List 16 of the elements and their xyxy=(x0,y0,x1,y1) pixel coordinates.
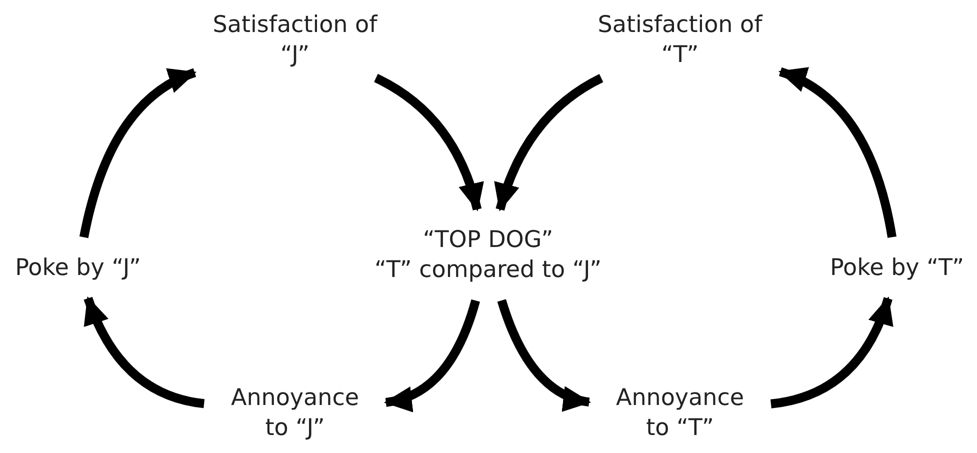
node-label: Satisfaction of “T” xyxy=(596,11,764,70)
node-label: Poke by “T” xyxy=(830,254,964,283)
curved-arrow xyxy=(84,296,205,408)
node-label: Satisfaction of “J” xyxy=(212,11,379,70)
node-label: “T” compared to “J” xyxy=(374,256,602,285)
node-label: Annoyance to “J” xyxy=(230,384,360,443)
curved-arrow xyxy=(770,296,892,408)
curved-arrow xyxy=(79,68,197,238)
node-label: Poke by “J” xyxy=(15,254,141,283)
curved-arrow xyxy=(778,67,896,238)
curved-arrow xyxy=(497,299,592,410)
node-label: Annoyance to “T” xyxy=(614,384,746,443)
node-label: “TOP DOG” xyxy=(422,226,554,255)
curved-arrow xyxy=(494,74,604,212)
curved-arrow xyxy=(384,299,480,411)
curved-arrow xyxy=(374,74,484,212)
